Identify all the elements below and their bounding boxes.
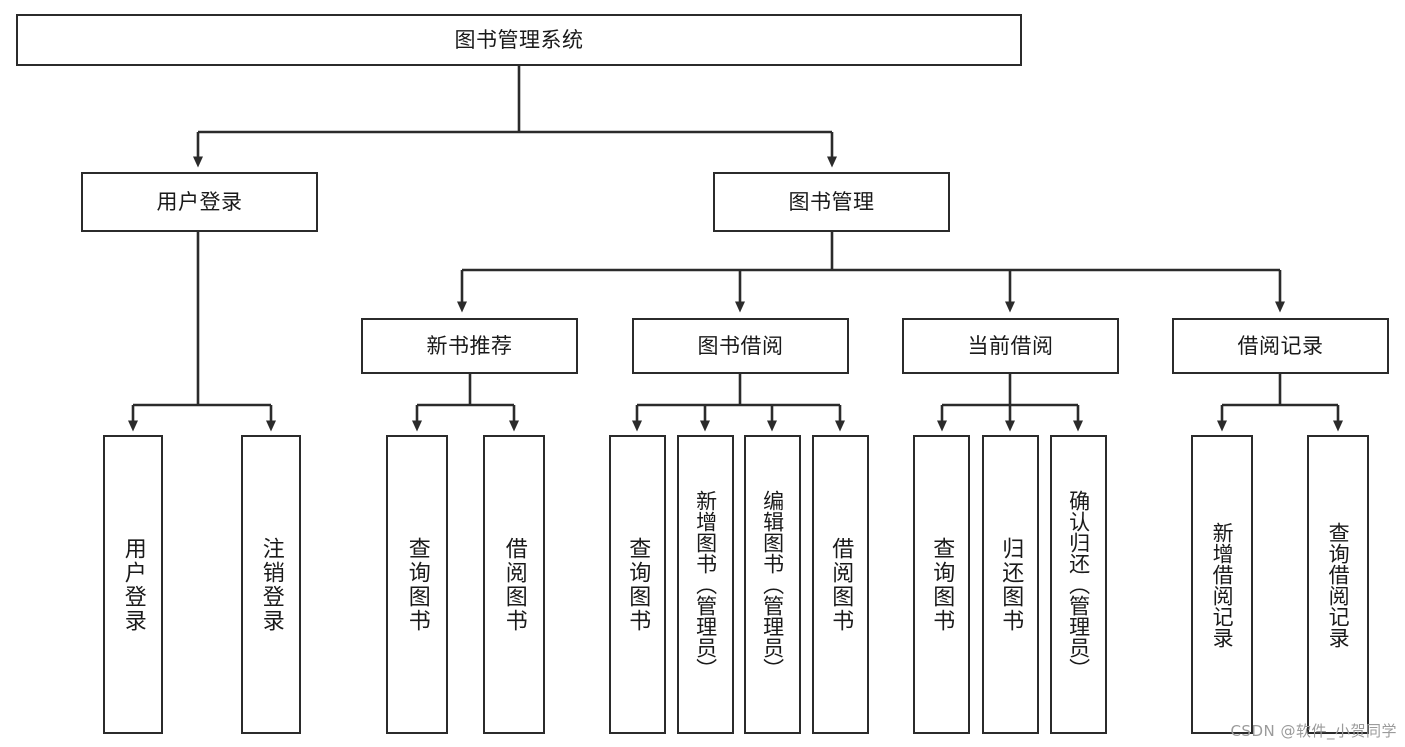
node-root-book-management-system[interactable]: 图书管理系统 bbox=[16, 14, 1022, 66]
node-label: 用户登录 bbox=[156, 189, 243, 214]
leaf-current-query-book[interactable]: 查询图书 bbox=[913, 435, 970, 734]
node-user-login[interactable]: 用户登录 bbox=[81, 172, 318, 232]
node-label: 借阅图书 bbox=[828, 536, 854, 633]
node-book-borrow[interactable]: 图书借阅 bbox=[632, 318, 849, 374]
node-label: 用户登录 bbox=[120, 536, 146, 633]
leaf-user-login-logout[interactable]: 注销登录 bbox=[241, 435, 301, 734]
leaf-recommend-borrow-book[interactable]: 借阅图书 bbox=[483, 435, 545, 734]
csdn-watermark: CSDN @软件_小贺同学 bbox=[1230, 722, 1397, 740]
node-label: 图书管理系统 bbox=[454, 27, 584, 52]
node-label: 当前借阅 bbox=[967, 333, 1054, 358]
node-label: 查询图书 bbox=[929, 536, 955, 633]
node-label: 新增图书（管理员） bbox=[693, 490, 718, 679]
node-label: 查询图书 bbox=[625, 536, 651, 633]
node-label: 借阅图书 bbox=[501, 536, 527, 633]
node-label: 归还图书 bbox=[998, 536, 1024, 633]
node-book-management[interactable]: 图书管理 bbox=[713, 172, 950, 232]
leaf-borrow-add-book-admin[interactable]: 新增图书（管理员） bbox=[677, 435, 734, 734]
leaf-user-login-login[interactable]: 用户登录 bbox=[103, 435, 163, 734]
node-borrow-record[interactable]: 借阅记录 bbox=[1172, 318, 1389, 374]
node-label: 图书管理 bbox=[788, 189, 875, 214]
node-label: 查询借阅记录 bbox=[1326, 521, 1351, 648]
leaf-record-add-borrow-record[interactable]: 新增借阅记录 bbox=[1191, 435, 1253, 734]
leaf-record-query-borrow-record[interactable]: 查询借阅记录 bbox=[1307, 435, 1369, 734]
node-label: 确认归还（管理员） bbox=[1066, 490, 1091, 679]
node-label: 编辑图书（管理员） bbox=[760, 490, 785, 679]
node-label: 新增借阅记录 bbox=[1210, 521, 1235, 648]
node-new-book-recommendation[interactable]: 新书推荐 bbox=[361, 318, 578, 374]
leaf-current-confirm-return-admin[interactable]: 确认归还（管理员） bbox=[1050, 435, 1107, 734]
node-current-borrow[interactable]: 当前借阅 bbox=[902, 318, 1119, 374]
leaf-recommend-query-book[interactable]: 查询图书 bbox=[386, 435, 448, 734]
leaf-borrow-borrow-book[interactable]: 借阅图书 bbox=[812, 435, 869, 734]
node-label: 借阅记录 bbox=[1237, 333, 1324, 358]
node-label: 查询图书 bbox=[404, 536, 430, 633]
node-label: 新书推荐 bbox=[426, 333, 513, 358]
leaf-borrow-query-book[interactable]: 查询图书 bbox=[609, 435, 666, 734]
leaf-borrow-edit-book-admin[interactable]: 编辑图书（管理员） bbox=[744, 435, 801, 734]
node-label: 图书借阅 bbox=[697, 333, 784, 358]
leaf-current-return-book[interactable]: 归还图书 bbox=[982, 435, 1039, 734]
node-label: 注销登录 bbox=[258, 536, 284, 633]
